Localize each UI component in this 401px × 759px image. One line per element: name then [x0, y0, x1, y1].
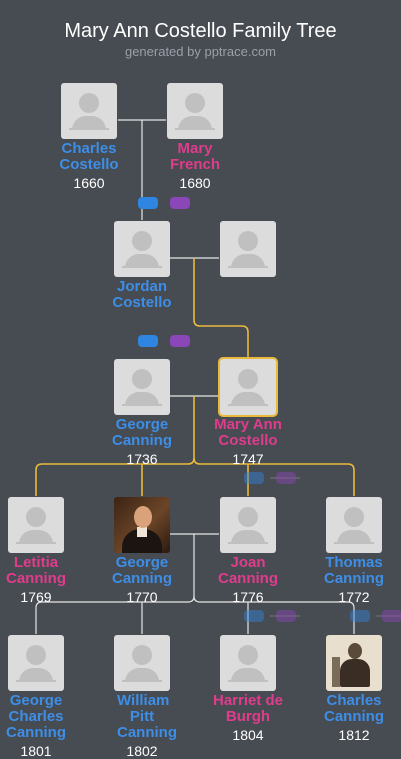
person-year: 1812	[338, 727, 370, 743]
person-name: Charles Costello	[59, 140, 119, 173]
person-year: 1770	[126, 589, 158, 605]
person-name: George Charles Canning	[6, 692, 66, 741]
person-year: 1680	[179, 175, 211, 191]
avatar-placeholder-icon	[114, 221, 170, 277]
person-year: 1772	[338, 589, 370, 605]
marriage-indicator-purple[interactable]	[276, 472, 296, 484]
avatar-placeholder-icon	[220, 497, 276, 553]
marriage-indicator-blue[interactable]	[138, 335, 158, 347]
person-name: Mary Ann Costello	[214, 416, 282, 449]
person-name: Jordan Costello	[112, 278, 172, 311]
avatar-placeholder-icon	[220, 635, 276, 691]
page-subtitle: generated by pptrace.com	[124, 44, 277, 59]
portrait-photo	[114, 497, 170, 553]
avatar-placeholder-icon	[167, 83, 223, 139]
marriage-indicator-blue[interactable]	[350, 610, 370, 622]
person-year: 1801	[20, 743, 52, 759]
marriage-indicator-purple[interactable]	[382, 610, 401, 622]
avatar-placeholder-icon	[218, 357, 278, 417]
avatar-placeholder-icon	[326, 497, 382, 553]
person-name: William Pitt Canning	[117, 692, 177, 741]
person-year: 1736	[126, 451, 158, 467]
marriage-indicator-purple[interactable]	[276, 610, 296, 622]
person-year: 1802	[126, 743, 158, 759]
person-name: Thomas Canning	[324, 554, 384, 587]
marriage-indicator-blue[interactable]	[244, 472, 264, 484]
marriage-indicator-blue[interactable]	[244, 610, 264, 622]
marriage-indicator-blue[interactable]	[138, 197, 158, 209]
page-title: Mary Ann Costello Family Tree	[64, 20, 337, 42]
person-year: 1747	[232, 451, 264, 467]
marriage-indicator-purple[interactable]	[170, 197, 190, 209]
portrait-photo	[326, 635, 382, 691]
person-year: 1660	[73, 175, 105, 191]
avatar-placeholder-icon	[114, 635, 170, 691]
avatar-placeholder-icon	[8, 635, 64, 691]
person-year: 1804	[232, 727, 264, 743]
person-name: George Canning	[112, 416, 172, 449]
avatar-placeholder-icon	[220, 221, 276, 277]
person-year: 1776	[232, 589, 264, 605]
person-year: 1769	[20, 589, 52, 605]
person-name: Mary French	[169, 140, 220, 173]
person-name: Harriet de Burgh	[212, 692, 284, 725]
avatar-placeholder-icon	[8, 497, 64, 553]
person-name: Letitia Canning	[6, 554, 66, 587]
person-name: Joan Canning	[218, 554, 278, 587]
avatar-placeholder-icon	[114, 359, 170, 415]
marriage-indicator-purple[interactable]	[170, 335, 190, 347]
person-name: Charles Canning	[324, 692, 384, 725]
avatar-placeholder-icon	[61, 83, 117, 139]
person-name: George Canning	[112, 554, 172, 587]
